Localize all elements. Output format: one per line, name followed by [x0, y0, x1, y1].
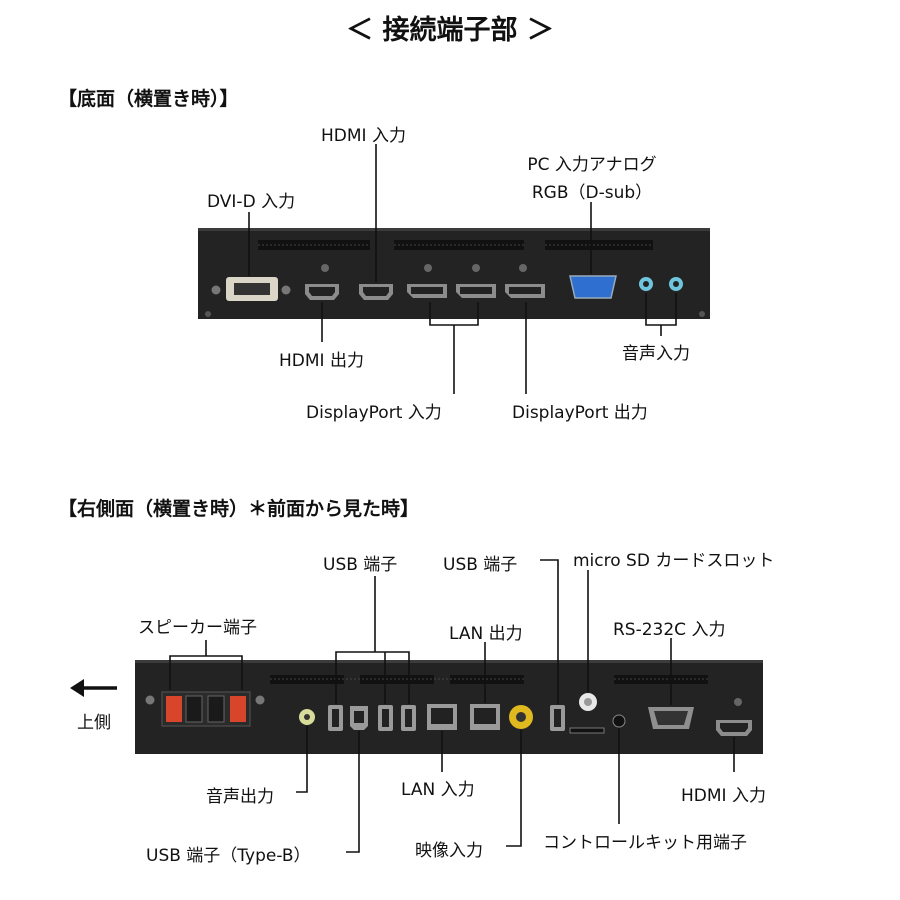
label-up-side: 上側	[77, 713, 111, 733]
speaker-terminal-black	[185, 695, 203, 723]
vent-grille	[360, 675, 434, 684]
label-hdmi-in: HDMI 入力	[321, 126, 406, 146]
control-kit-jack	[612, 714, 626, 728]
label-lan-in: LAN 入力	[401, 780, 475, 800]
label-dvi-in: DVI-D 入力	[207, 192, 296, 212]
page-title: ＜ 接続端子部 ＞	[346, 15, 554, 46]
label-audio-in: 音声入力	[622, 344, 690, 364]
label-displayport-in: DisplayPort 入力	[306, 403, 442, 423]
label-usb-a: USB 端子	[323, 555, 398, 575]
screw-icon	[145, 695, 155, 705]
screw-icon	[211, 285, 221, 295]
leader-line	[169, 559, 735, 853]
label-microsd: micro SD カードスロット	[573, 551, 775, 571]
microsd-slot	[569, 727, 605, 734]
bottom-section-heading: 【底面（横置き時）】	[58, 88, 239, 110]
screw-icon	[321, 264, 329, 272]
label-displayport-out: DisplayPort 出力	[512, 403, 648, 423]
screw-icon	[424, 264, 432, 272]
label-control-kit: コントロールキット用端子	[543, 833, 747, 853]
speaker-terminal-red	[230, 696, 246, 722]
label-video-in: 映像入力	[415, 841, 483, 861]
vent-grille	[614, 675, 708, 684]
leader-line	[248, 144, 677, 394]
label-hdmi-in-side: HDMI 入力	[681, 786, 766, 806]
label-pc-in-line2: RGB（D-sub）	[531, 183, 653, 203]
screw-icon	[281, 285, 291, 295]
label-lan-out: LAN 出力	[449, 624, 523, 644]
label-usb-a-right: USB 端子	[443, 555, 518, 575]
label-audio-out: 音声出力	[206, 787, 274, 807]
label-pc-in-line1: PC 入力アナログ	[527, 155, 657, 175]
side-section-heading: 【右側面（横置き時）＊前面から見た時】	[58, 498, 420, 520]
label-usb-typeb: USB 端子（Type-B）	[146, 846, 311, 866]
label-hdmi-out: HDMI 出力	[279, 351, 364, 371]
speaker-terminal-red	[166, 696, 182, 722]
screw-icon	[734, 698, 742, 706]
screw-icon	[519, 264, 527, 272]
vga-port	[569, 275, 617, 299]
speaker-terminal-black	[207, 695, 225, 723]
up-side-arrow-icon	[70, 679, 117, 697]
label-rs232c: RS-232C 入力	[613, 620, 726, 640]
label-speaker: スピーカー端子	[138, 618, 257, 638]
screw-icon	[255, 695, 265, 705]
screw-icon	[472, 264, 480, 272]
